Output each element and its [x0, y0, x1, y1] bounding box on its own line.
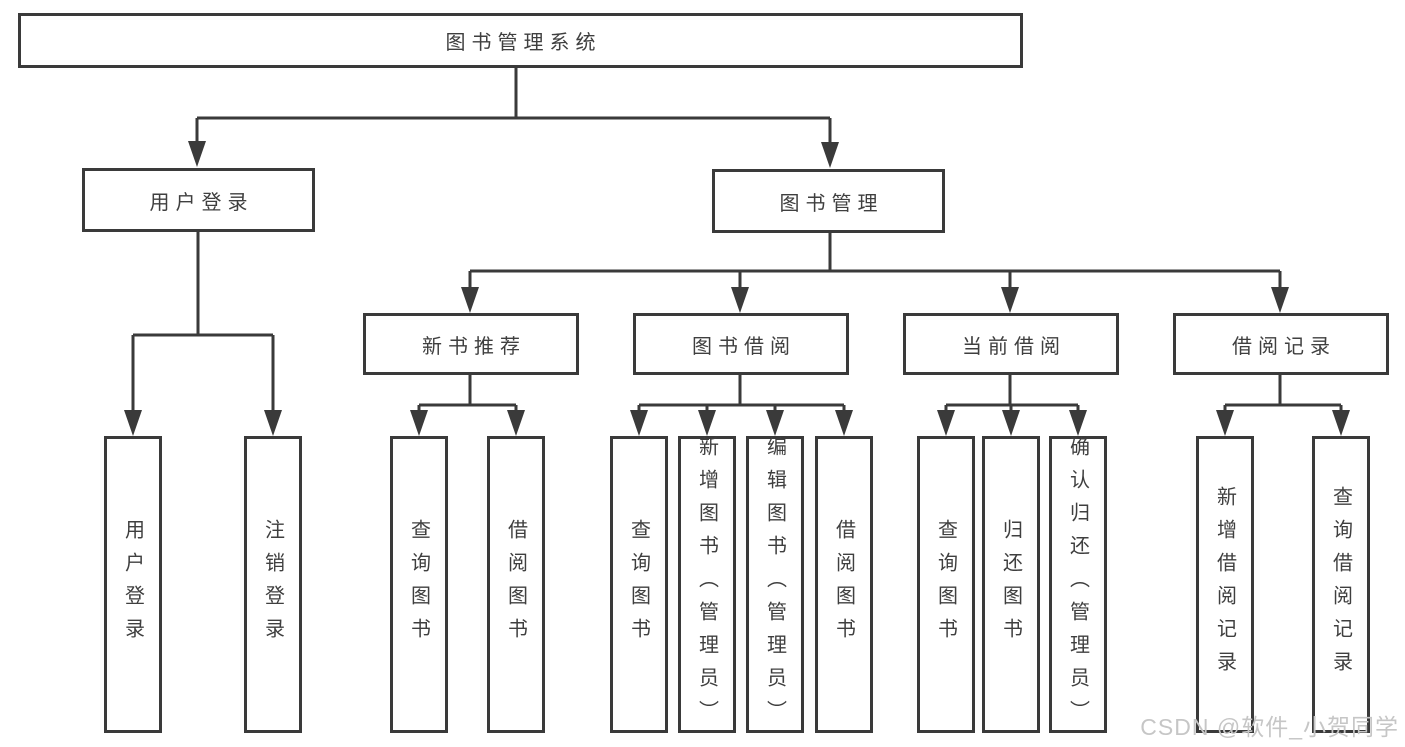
node-borrow-books-recommend: 借阅图书 [487, 436, 545, 733]
node-label: 查询图书 [934, 518, 957, 651]
node-library-management-system: 图书管理系统 [18, 13, 1023, 68]
node-return-books: 归还图书 [982, 436, 1040, 733]
node-current-borrowing: 当前借阅 [903, 313, 1119, 375]
node-add-books-admin: 新增图书（管理员） [678, 436, 736, 733]
node-user-login-leaf: 用户登录 [104, 436, 162, 733]
node-label: 确认归还（管理员） [1066, 436, 1089, 733]
node-borrow-books-leaf: 借阅图书 [815, 436, 873, 733]
node-label: 查询图书 [627, 518, 650, 651]
node-label: 图书借阅 [692, 335, 796, 358]
node-logout-leaf: 注销登录 [244, 436, 302, 733]
node-label: 用户登录 [149, 191, 254, 214]
node-label: 图书管理系统 [445, 32, 602, 54]
node-new-book-recommend: 新书推荐 [363, 313, 579, 375]
node-user-login: 用户登录 [82, 168, 315, 232]
node-query-books-current: 查询图书 [917, 436, 975, 733]
node-label: 查询借阅记录 [1329, 485, 1352, 684]
node-book-management: 图书管理 [712, 169, 945, 233]
node-label: 图书管理 [779, 192, 884, 215]
node-label: 注销登录 [261, 518, 284, 651]
node-label: 用户登录 [121, 518, 144, 651]
node-label: 借阅图书 [832, 518, 855, 651]
csdn-watermark: CSDN @软件_小贺同学 [1140, 714, 1399, 740]
node-label: 借阅记录 [1232, 335, 1336, 358]
node-query-books-recommend: 查询图书 [390, 436, 448, 733]
node-label: 借阅图书 [504, 518, 527, 651]
node-label: 当前借阅 [962, 335, 1066, 358]
node-label: 编辑图书（管理员） [763, 436, 786, 733]
node-book-borrowing: 图书借阅 [633, 313, 849, 375]
node-borrowing-records: 借阅记录 [1173, 313, 1389, 375]
node-label: 新增借阅记录 [1213, 485, 1236, 684]
node-query-borrow-record: 查询借阅记录 [1312, 436, 1370, 733]
node-label: 新书推荐 [422, 335, 526, 358]
node-query-books-borrowing: 查询图书 [610, 436, 668, 733]
node-add-borrow-record: 新增借阅记录 [1196, 436, 1254, 733]
node-label: 新增图书（管理员） [695, 436, 718, 733]
node-edit-books-admin: 编辑图书（管理员） [746, 436, 804, 733]
node-confirm-return-admin: 确认归还（管理员） [1049, 436, 1107, 733]
node-label: 查询图书 [407, 518, 430, 651]
node-label: 归还图书 [999, 518, 1022, 651]
